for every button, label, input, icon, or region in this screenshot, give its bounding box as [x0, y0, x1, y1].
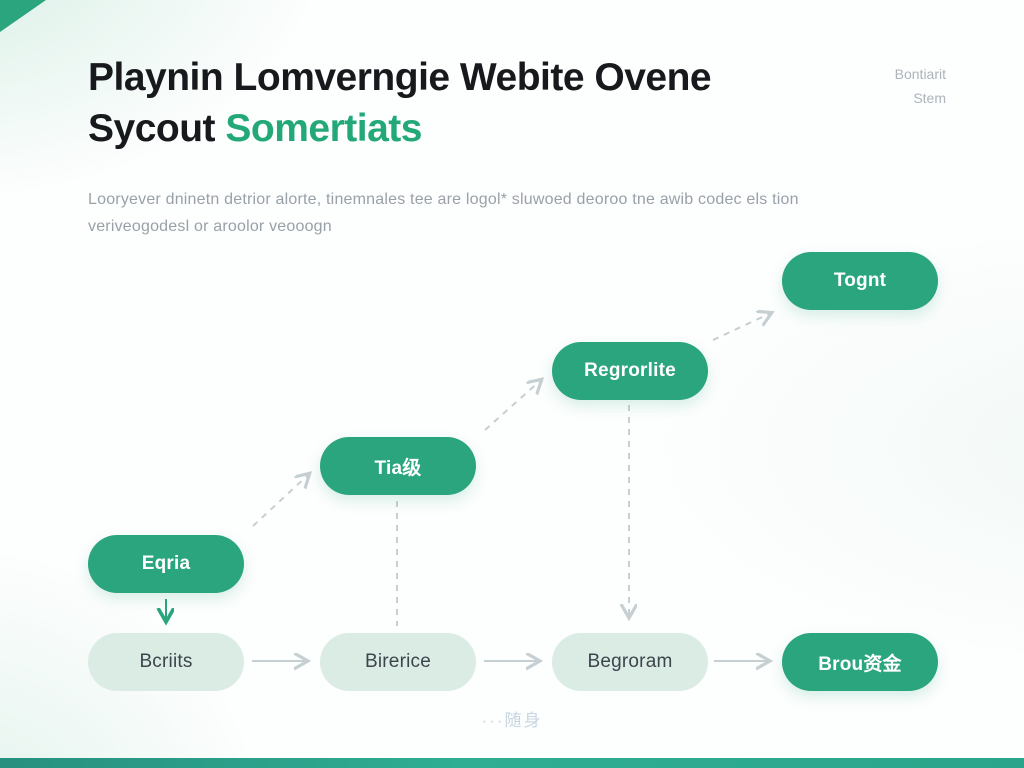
page-title: Playnin Lomverngie Webite Ovene Sycout S…	[88, 52, 712, 154]
intro-paragraph: Looryever dninetn detrior alorte, tinemn…	[88, 186, 848, 240]
node-bcriits: Bcriits	[88, 633, 244, 691]
intro-line1: Looryever dninetn detrior alorte, tinemn…	[88, 191, 799, 208]
node-tognt: Tognt	[782, 252, 938, 310]
node-birerice: Birerice	[320, 633, 476, 691]
title-line1: Playnin Lomverngie Webite Ovene	[88, 56, 712, 99]
corner-note: Bontiarit Stem	[895, 62, 946, 110]
title-line2-prefix: Sycout	[88, 107, 226, 150]
node-regrorlite: Regrorlite	[552, 342, 708, 400]
arrow-eqria-to-tia	[252, 474, 309, 527]
node-begroram: Begroram	[552, 633, 708, 691]
node-tia: Tia级	[320, 437, 476, 495]
intro-line2: veriveogodesl or aroolor veooogn	[88, 218, 332, 235]
watermark-text: ···随身	[481, 711, 543, 730]
node-eqria: Eqria	[88, 535, 244, 593]
footer-accent-bar	[0, 758, 1024, 768]
corner-note-line1: Bontiarit	[894, 66, 946, 82]
corner-note-line2: Stem	[913, 90, 946, 106]
arrow-tia-to-regrorlite	[484, 380, 541, 431]
node-brou: Brou资金	[782, 633, 938, 691]
title-line2-accent: Somertiats	[225, 107, 422, 150]
arrow-regrorlite-to-tognt	[712, 313, 771, 341]
